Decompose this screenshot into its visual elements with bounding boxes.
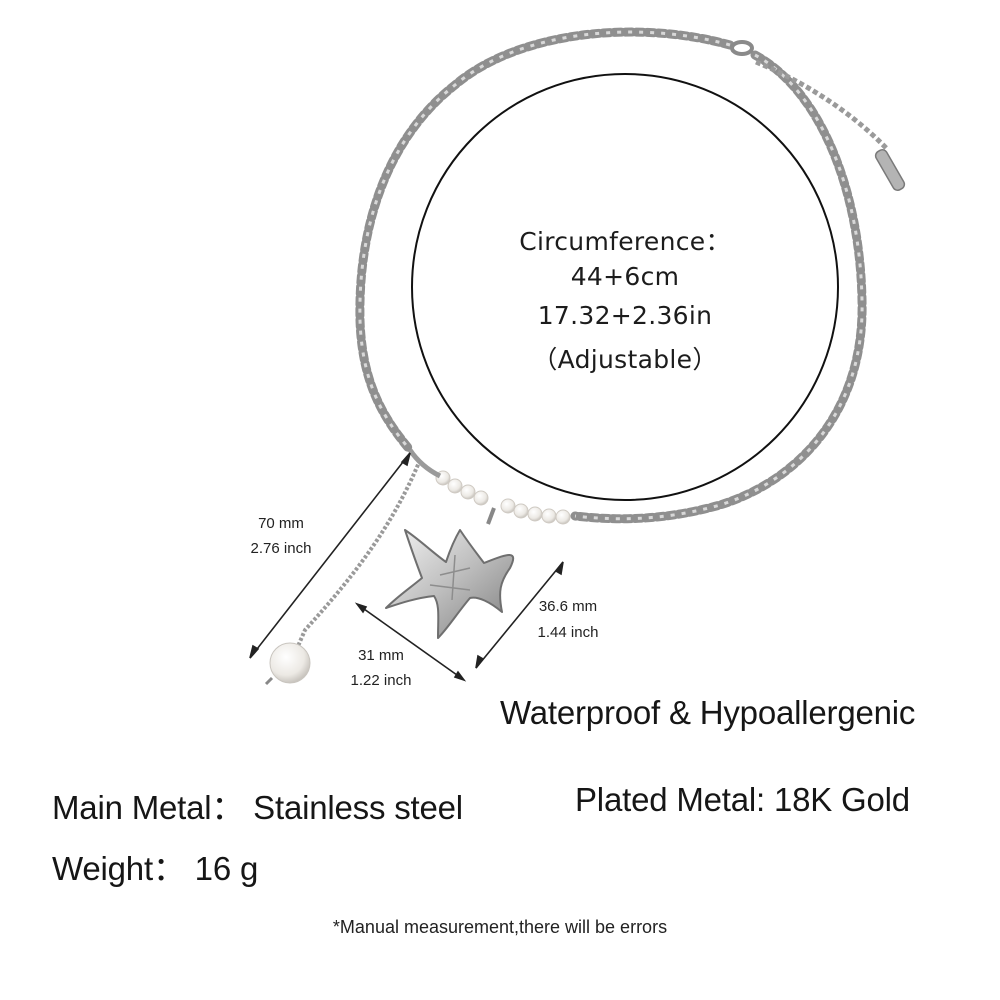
starfish-pendant-icon — [385, 529, 515, 639]
circumference-label: Circumference： — [519, 227, 731, 256]
drop-chain — [290, 459, 422, 661]
pearl-drop-icon — [269, 642, 311, 684]
features-text: Waterproof & Hypoallergenic — [500, 694, 916, 731]
disclaimer-note: *Manual measurement,there will be errors — [332, 917, 668, 937]
weight-spec: Weight： 16 g — [52, 850, 259, 887]
plated-metal-spec: Plated Metal: 18K Gold — [575, 781, 910, 818]
pearl-strand — [435, 470, 571, 525]
measurement-arrow-icon — [249, 452, 564, 682]
circumference-metric: 44+6cm — [570, 262, 680, 291]
pendant-height-imperial: 1.44 inch — [537, 624, 599, 641]
clasp-icon — [730, 40, 906, 191]
circumference-adjustable: （Adjustable） — [532, 345, 718, 374]
chain-length-imperial: 2.76 inch — [250, 540, 312, 557]
circumference-circle — [411, 73, 839, 501]
chain-length-metric: 70 mm — [258, 515, 304, 532]
necklace-chain-left — [355, 27, 735, 455]
pendant-height-metric: 36.6 mm — [538, 598, 598, 615]
pendant-width-metric: 31 mm — [358, 647, 404, 664]
circumference-imperial: 17.32+2.36in — [537, 301, 713, 330]
pendant-width-imperial: 1.22 inch — [350, 672, 412, 689]
main-metal-spec: Main Metal： Stainless steel — [52, 789, 463, 826]
